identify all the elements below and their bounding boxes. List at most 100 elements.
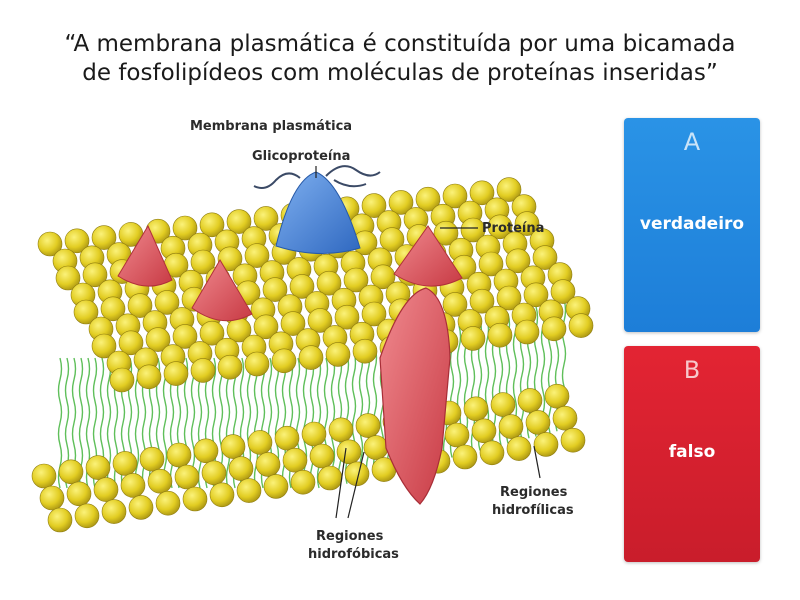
phospholipid-head — [182, 486, 208, 512]
phospholipid-head — [415, 186, 441, 212]
diagram-title: Membrana plasmática — [190, 119, 352, 134]
phospholipid-head — [487, 214, 513, 240]
phospholipid-head — [31, 463, 57, 489]
phospholipid-head — [236, 478, 262, 503]
phospholipid-head — [505, 248, 531, 274]
protein-right — [393, 225, 463, 287]
phospholipid-head — [85, 455, 111, 480]
phospholipid-head — [262, 277, 288, 302]
phospholipid-head — [487, 322, 513, 348]
lipid-tail — [281, 357, 287, 489]
phospholipid-head — [541, 316, 567, 342]
answer-a-letter: A — [683, 128, 701, 156]
phospholipid-head — [316, 270, 342, 296]
phospholipid-head — [253, 314, 279, 340]
membrane-diagram: Membrana plasmática Glicoproteína Proteí… — [30, 108, 602, 574]
answer-a-button[interactable]: A verdadeiro — [624, 118, 760, 332]
phospholipid-head — [532, 245, 558, 270]
phospholipid-head — [64, 228, 90, 254]
membrane-illustration: Membrana plasmática Glicoproteína Proteí… — [31, 119, 594, 562]
phospholipid-head — [550, 279, 576, 304]
phospholipid-head — [145, 327, 171, 352]
phospholipid-head — [74, 503, 100, 529]
phospholipid-head — [155, 490, 181, 516]
phospholipid-head — [253, 206, 279, 231]
phospholipid-head — [552, 405, 578, 431]
phospholipid-head — [442, 183, 468, 209]
phospholipid-head — [209, 482, 235, 508]
phospholipid-head — [361, 193, 387, 218]
hydrophilic-label-line2: hidrofílicas — [492, 503, 574, 518]
phospholipid-head — [228, 456, 254, 481]
phospholipid-head — [274, 425, 300, 451]
phospholipid-head — [307, 308, 333, 333]
phospholipid-head — [298, 345, 324, 370]
phospholipid-head — [280, 311, 306, 336]
phospholipid-head — [91, 333, 117, 359]
phospholipid-head — [568, 313, 594, 338]
phospholipid-head — [172, 324, 198, 349]
phospholipid-head — [344, 461, 370, 487]
question-line-2: de fosfolipídeos com moléculas de proteí… — [82, 60, 718, 86]
phospholipid-head — [379, 227, 405, 252]
phospholipid-head — [490, 392, 516, 417]
phospholipid-head — [109, 367, 135, 393]
phospholipid-head — [91, 225, 117, 250]
phospholipid-head — [352, 338, 378, 364]
hydrophobic-label-line2: hidrofóbicas — [308, 547, 399, 562]
phospholipid-head — [201, 460, 227, 486]
phospholipid-head — [193, 438, 219, 464]
phospholipid-head — [478, 251, 504, 277]
phospholipid-head — [469, 288, 495, 314]
phospholipid-head — [136, 364, 162, 390]
phospholipid-head — [217, 246, 243, 272]
phospholipid-head — [199, 320, 225, 346]
lipid-tail — [134, 357, 140, 489]
phospholipid-head — [263, 474, 289, 499]
lipid-tail — [162, 357, 168, 489]
protein-left — [117, 224, 173, 287]
phospholipid-head — [93, 477, 119, 502]
phospholipid-head — [118, 330, 144, 356]
answer-b-button[interactable]: B falso — [624, 346, 760, 562]
hydrophobic-label-line1: Regiones — [316, 529, 384, 544]
answer-b-text: falso — [668, 442, 716, 462]
phospholipid-head — [355, 413, 381, 438]
question-line-1: “A membrana plasmática é constituída por… — [64, 31, 736, 57]
glycoprotein — [253, 165, 381, 254]
phospholipid-head — [496, 285, 522, 311]
phospholipid-head — [496, 177, 522, 202]
lipid-tail — [358, 350, 364, 481]
phospholipid-head — [361, 301, 387, 327]
phospholipid-head — [58, 459, 84, 485]
phospholipid-head — [469, 180, 495, 206]
phospholipid-head — [226, 209, 252, 234]
phospholipid-head — [471, 418, 497, 444]
phospholipid-head — [328, 417, 354, 443]
phospholipid-head — [463, 396, 489, 422]
phospholipid-head — [301, 421, 327, 447]
phospholipid-head — [220, 434, 246, 459]
phospholipid-head — [199, 212, 225, 238]
phospholipid-head — [444, 422, 470, 448]
phospholipid-head — [514, 319, 540, 345]
phospholipid-head — [334, 304, 360, 330]
phospholipid-head — [55, 265, 81, 291]
protein-center — [191, 259, 253, 322]
phospholipid-head — [271, 348, 297, 374]
phospholipid-head — [174, 464, 200, 490]
glycoprotein-label: Glicoproteína — [252, 149, 350, 164]
transmembrane-protein — [379, 287, 451, 505]
phospholipid-head — [452, 444, 478, 470]
phospholipid-head — [255, 452, 281, 477]
phospholipid-head — [47, 507, 73, 533]
phospholipid-head — [317, 465, 343, 491]
phospholipid-head — [127, 293, 153, 318]
phospholipid-head — [120, 473, 146, 498]
phospholipid-head — [190, 358, 216, 383]
phospholipid-head — [370, 264, 396, 290]
phospholipid-head — [166, 442, 192, 468]
phospholipid-head — [112, 451, 138, 476]
answer-a-text: verdadeiro — [639, 214, 745, 234]
phospholipid-head — [343, 267, 369, 293]
